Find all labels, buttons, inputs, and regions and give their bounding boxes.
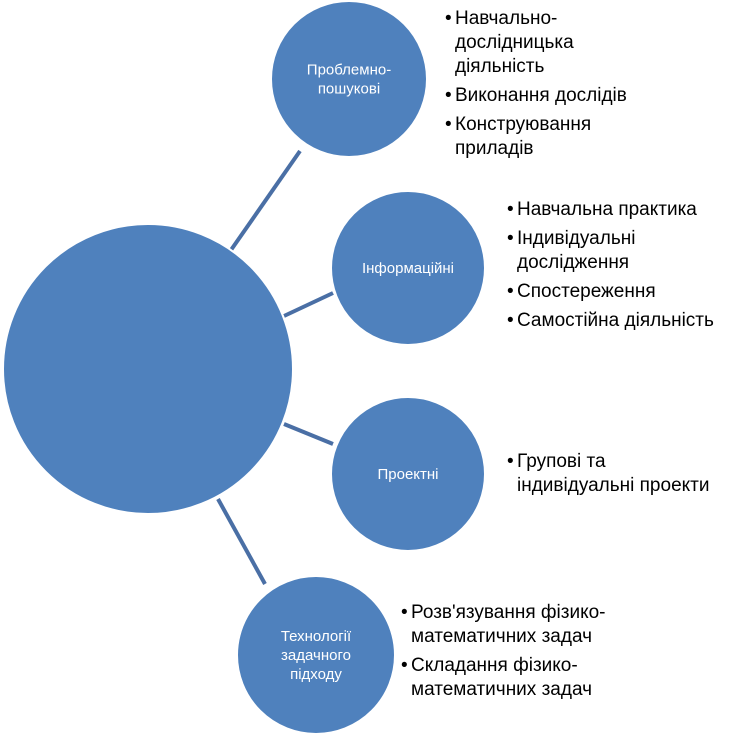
- node-circle-task: [236, 575, 396, 735]
- node-label-problem: Проблемно-: [307, 62, 391, 79]
- node-problem: Проблемно-пошукові: [270, 0, 428, 158]
- list-item-line: Виконання дослідів: [455, 85, 627, 106]
- list-item-line: математичних задач: [411, 626, 592, 647]
- list-item-line: індивідуальні проекти: [517, 475, 710, 496]
- list-item: Спостереження: [507, 280, 714, 304]
- node-label-project: Проектні: [377, 466, 438, 483]
- node-project: Проектні: [330, 396, 486, 552]
- center-circle: [2, 223, 294, 515]
- node-info: Інформаційні: [330, 190, 486, 346]
- list-item: Розв'язування фізико-математичних задач: [401, 601, 606, 649]
- node-circle-problem: [270, 0, 428, 158]
- node-circle-project: [330, 396, 486, 552]
- node-label-task: Технології: [281, 628, 352, 645]
- list-item-line: Самостійна діяльність: [517, 310, 714, 331]
- list-item-line: Групові та: [517, 451, 606, 472]
- connector-task: [216, 498, 267, 585]
- list-item: Самостійна діяльність: [507, 309, 714, 333]
- node-task: Технології задачного підходу: [236, 575, 396, 735]
- bullet-list-info: Навчальна практикаІндивідуальні досліджен…: [507, 198, 714, 338]
- list-item: Навчально-дослідницька діяльність: [445, 7, 627, 79]
- list-item: Навчальна практика: [507, 198, 714, 222]
- list-item: Групові та індивідуальні проекти: [507, 450, 709, 498]
- connector-info: [283, 291, 334, 318]
- node-label-task: підходу: [290, 666, 342, 683]
- list-item: Конструювання приладів: [445, 113, 627, 161]
- nodes: Проблемно-пошуковіІнформаційніПроектніТе…: [236, 0, 486, 735]
- bullet-list-task: Розв'язування фізико-математичних задачС…: [401, 601, 606, 707]
- list-item-line: дослідницька: [455, 32, 574, 53]
- list-item-line: Індивідуальні: [517, 228, 636, 249]
- list-item-line: Навчальна практика: [517, 199, 697, 220]
- connectors: [216, 149, 334, 585]
- list-item-line: діяльність: [455, 56, 545, 77]
- list-item-line: Спостереження: [517, 281, 656, 302]
- list-item: Індивідуальні дослідження: [507, 227, 714, 275]
- list-item: Виконання дослідів: [445, 84, 627, 108]
- node-circle-info: [330, 190, 486, 346]
- list-item-line: Розв'язування фізико-: [411, 602, 606, 623]
- list-item-line: Складання фізико-: [411, 655, 578, 676]
- connector-problem: [229, 149, 302, 252]
- list-item-line: Навчально-: [455, 8, 558, 29]
- list-item-line: математичних задач: [411, 679, 592, 700]
- list-item-line: дослідження: [517, 252, 630, 273]
- bullet-list-project: Групові та індивідуальні проекти: [507, 450, 709, 503]
- connector-project: [283, 422, 334, 446]
- node-label-task: задачного: [281, 647, 351, 664]
- node-label-info: Інформаційні: [362, 260, 454, 277]
- list-item-line: приладів: [455, 138, 534, 159]
- bullet-list-problem: Навчально-дослідницька діяльністьВиконанн…: [445, 7, 627, 166]
- list-item-line: Конструювання: [455, 114, 592, 135]
- node-label-problem: пошукові: [318, 81, 380, 98]
- list-item: Складання фізико-математичних задач: [401, 654, 606, 702]
